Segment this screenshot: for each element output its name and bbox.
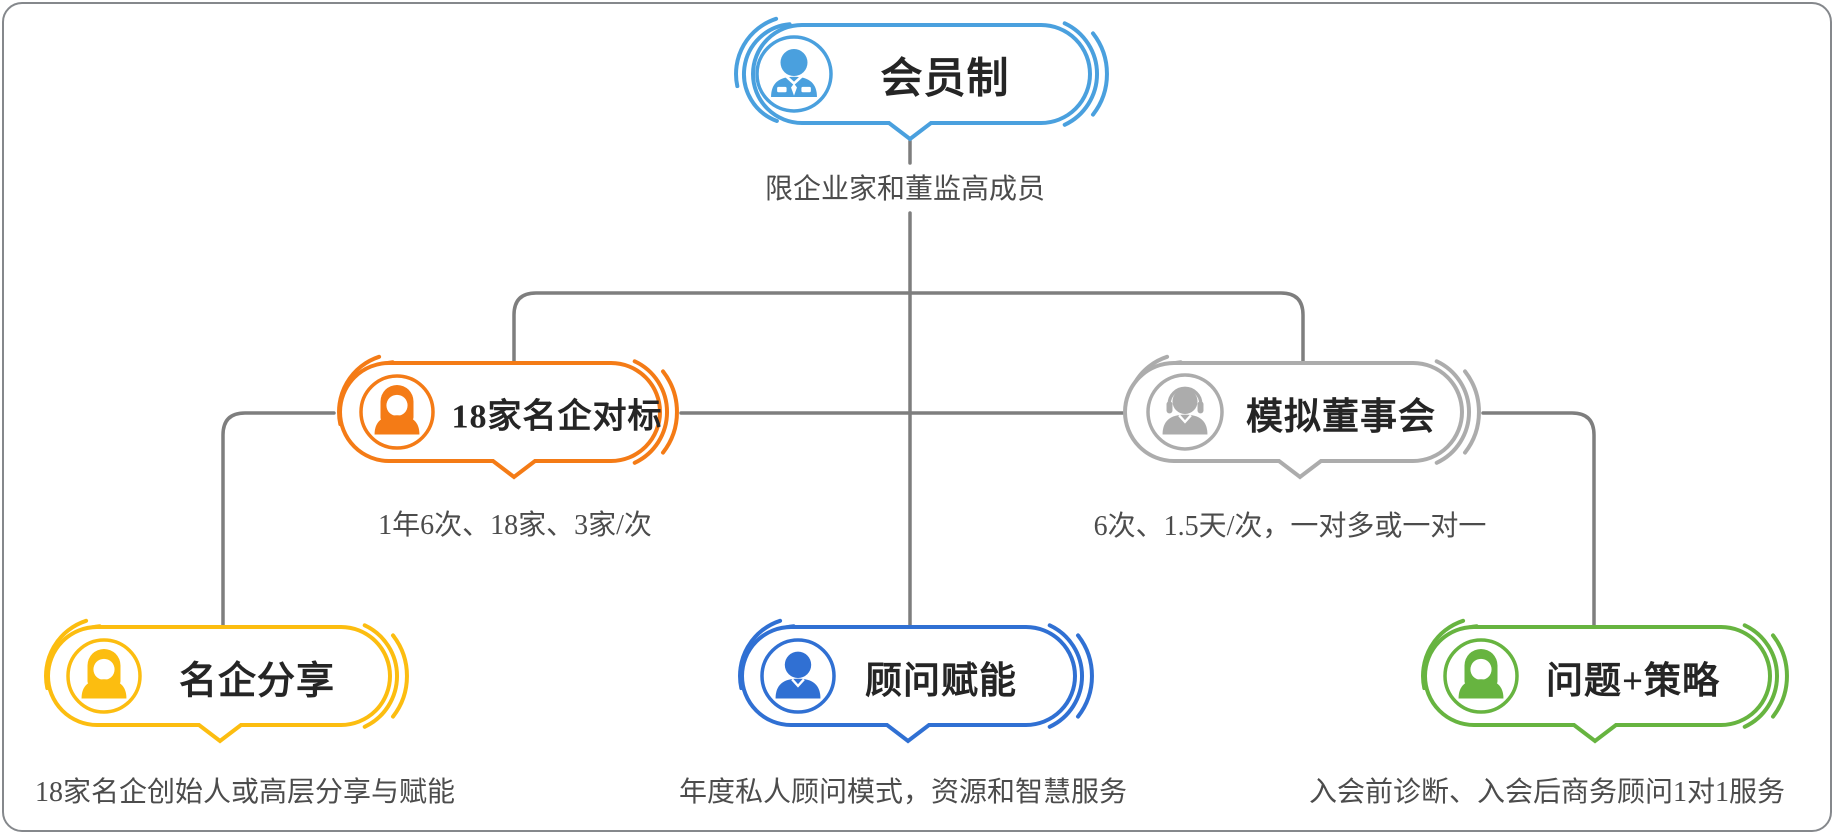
node-member-note: 限企业家和董监高成员 <box>764 174 1046 205</box>
connector-to-sharing <box>221 411 336 631</box>
node-strategy <box>1421 618 1789 744</box>
node-strategy-note: 入会前诊断、入会后商务顾问1对1服务 <box>1308 777 1786 808</box>
node-sharing-title: 名企分享 <box>178 660 336 703</box>
bubble-outline <box>751 23 1092 142</box>
node-member <box>734 16 1109 142</box>
node-sharing-note: 18家名企创始人或高层分享与赋能 <box>34 777 456 808</box>
node-advisor-note: 年度私人顾问模式，资源和智慧服务 <box>678 777 1128 808</box>
node-benchmark-note: 1年6次、18家、3家/次 <box>378 510 652 541</box>
node-member-title: 会员制 <box>880 56 1010 103</box>
node-benchmark-title: 18家名企对标 <box>451 398 663 436</box>
node-board-note: 6次、1.5天/次，一对多或一对一 <box>1093 511 1487 542</box>
connector-to-strategy <box>1481 411 1596 631</box>
node-strategy-title: 问题+策略 <box>1545 661 1721 702</box>
node-benchmark <box>337 354 679 480</box>
node-board <box>1123 354 1481 480</box>
connector-branch-left-right <box>512 291 1305 366</box>
node-board-title: 模拟董事会 <box>1246 397 1436 438</box>
node-advisor <box>738 618 1094 744</box>
node-sharing <box>44 618 409 744</box>
decorative-arcs <box>734 16 1109 127</box>
node-advisor-title: 顾问赋能 <box>865 661 1017 702</box>
connectors <box>221 139 1596 631</box>
